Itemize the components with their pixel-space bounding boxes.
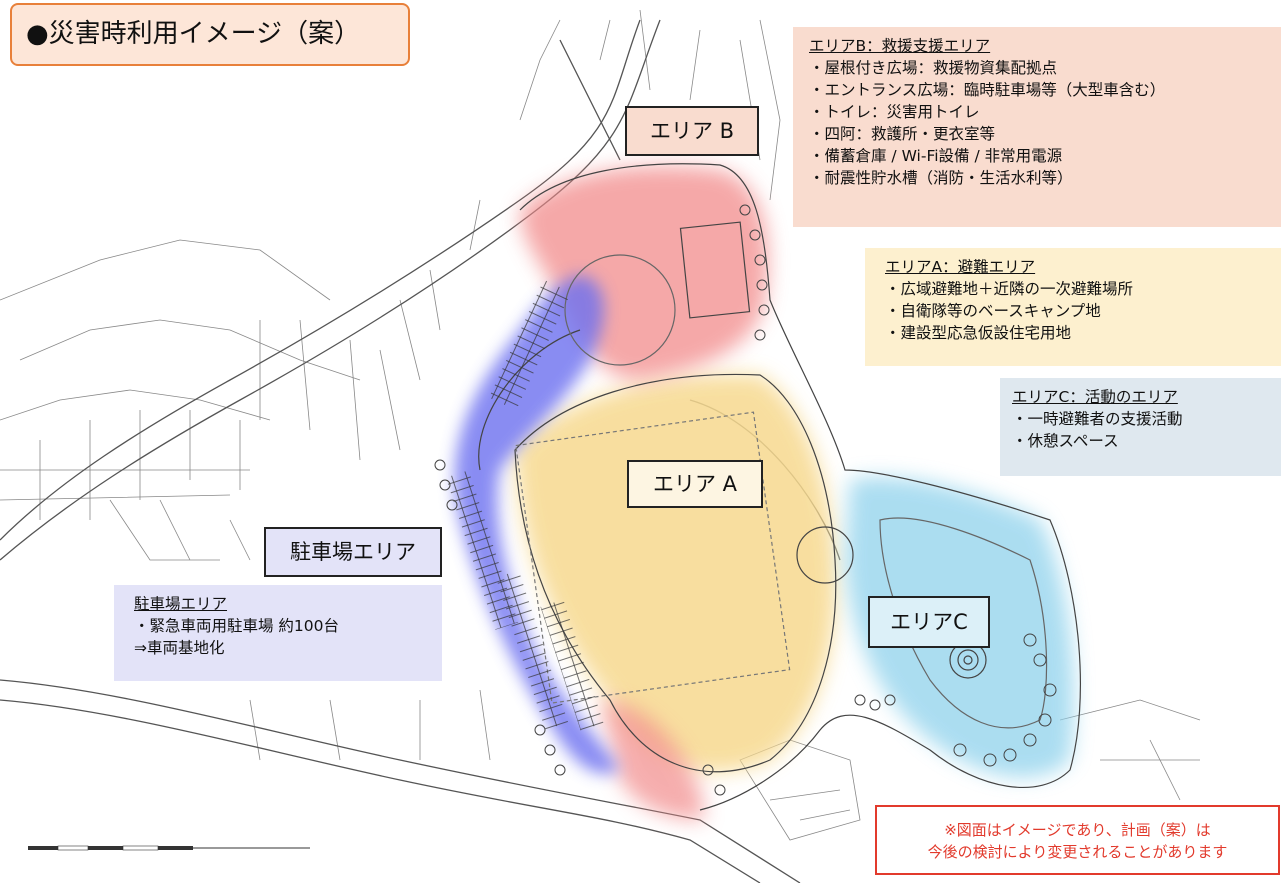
parking-stalls (445, 279, 604, 731)
area-b-info-heading: エリアB：救援支援エリア (809, 37, 991, 55)
area-b-info-item: ・四阿：救護所・更衣室等 (809, 125, 996, 143)
area-c-label: エリアC (868, 596, 990, 648)
area-a-info-item: ・広域避難地＋近隣の一次避難場所 (885, 280, 1134, 298)
area-b-info-item: ・トイレ：災害用トイレ (809, 103, 980, 121)
area-c-info-box: エリアC：活動のエリア ・一時避難者の支援活動 ・休憩スペース (1000, 378, 1281, 476)
area-c-info-item: ・一時避難者の支援活動 (1012, 410, 1183, 428)
area-a-info-item: ・建設型応急仮設住宅用地 (885, 324, 1072, 342)
cadastral-lines (0, 9, 1201, 841)
disclaimer-note: ※図面はイメージであり、計画（案）は 今後の検討により変更されることがあります (875, 805, 1280, 875)
area-b-label: エリア B (625, 106, 759, 156)
area-c-info-heading: エリアC：活動のエリア (1012, 388, 1178, 406)
tree-symbols (434, 204, 1057, 796)
area-b-info-box: エリアB：救援支援エリア ・屋根付き広場：救援物資集配拠点 ・エントランス広場：… (793, 27, 1281, 227)
area-b-info-item: ・耐震性貯水槽（消防・生活水利等） (809, 169, 1073, 187)
disclaimer-line-2: 今後の検討により変更されることがあります (927, 843, 1228, 861)
scale-bar (28, 845, 310, 851)
parking-info-heading: 駐車場エリア (134, 595, 228, 613)
area-b-info-item: ・備蓄倉庫 / Wi-Fi設備 / 非常用電源 (809, 147, 1063, 165)
disclaimer-line-1: ※図面はイメージであり、計画（案）は (944, 821, 1211, 839)
area-c-info-item: ・休憩スペース (1012, 432, 1119, 450)
area-a-info-heading: エリアA：避難エリア (885, 258, 1036, 276)
parking-info-item: ・緊急車両用駐車場 約100台 (134, 617, 340, 635)
parking-info-item: ⇒車両基地化 (134, 639, 225, 657)
area-b-info-item: ・エントランス広場：臨時駐車場等（大型車含む） (809, 81, 1166, 99)
parking-area-label: 駐車場エリア (264, 527, 442, 577)
area-a-info-item: ・自衛隊等のベースキャンプ地 (885, 302, 1101, 320)
page-title: ●災害時利用イメージ（案） (10, 3, 410, 66)
area-a-info-box: エリアA：避難エリア ・広域避難地＋近隣の一次避難場所 ・自衛隊等のベースキャン… (865, 248, 1281, 366)
area-a-label: エリア A (627, 460, 763, 508)
area-b-info-item: ・屋根付き広場：救援物資集配拠点 (809, 59, 1058, 77)
area-b-south-zone (600, 700, 705, 820)
parking-info-box: 駐車場エリア ・緊急車両用駐車場 約100台 ⇒車両基地化 (114, 585, 442, 681)
